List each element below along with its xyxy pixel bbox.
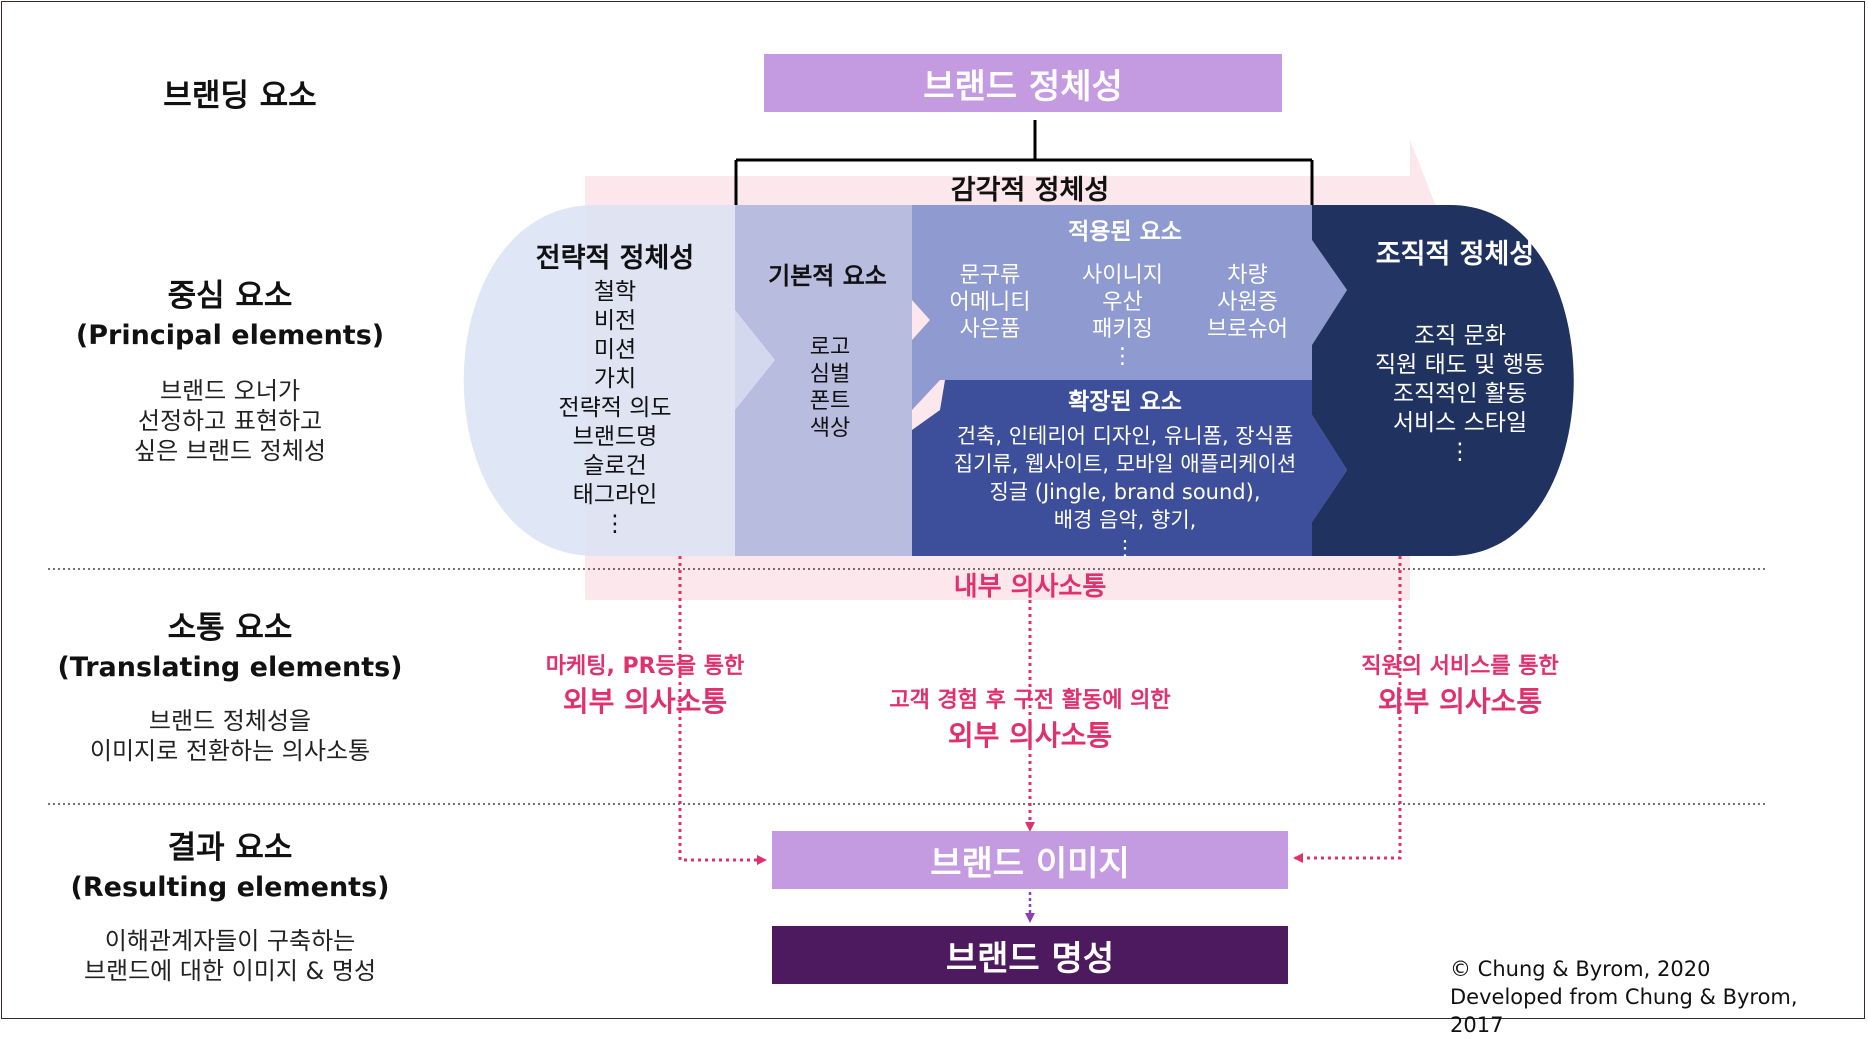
strategic-identity-items: 철학 비전 미션 가치 전략적 의도 브랜드명 슬로건 태그라인 ⋮ <box>558 279 672 537</box>
external-comm-center: 고객 경험 후 구전 활동에 의한 외부 의사소통 <box>889 688 1171 752</box>
sensory-identity-label: 감각적 정체성 <box>950 175 1110 206</box>
principal-title-en: (Principal elements) <box>75 320 385 351</box>
resulting-desc: 이해관계자들이 구축하는 브랜드에 대한 이미지 & 명성 <box>83 927 377 985</box>
organizational-identity-items: 조직 문화 직원 태도 및 행동 조직적인 활동 서비스 스타일 ⋮ <box>1374 323 1546 465</box>
credit-text: © Chung & Byrom, 2020 Developed from Chu… <box>1450 957 1798 1037</box>
extended-elements-shape <box>912 380 1347 556</box>
right-connector <box>1293 556 1402 863</box>
basic-elements-items: 로고 심벌 폰트 색상 <box>809 335 851 441</box>
applied-elements-shape <box>912 205 1347 410</box>
diagram-frame <box>1 1 1865 1019</box>
resulting-title-en: (Resulting elements) <box>70 872 390 903</box>
basic-elements-title: 기본적 요소 <box>768 262 887 290</box>
principal-title: 중심 요소 <box>167 278 293 314</box>
external-comm-left: 마케팅, PR등을 통한 외부 의사소통 <box>545 654 745 718</box>
organizational-identity-shape <box>1312 205 1574 556</box>
brand-identity-box: 브랜드 정체성 <box>764 54 1282 112</box>
applied-col3: 차량 사원증 브로슈어 <box>1207 263 1288 342</box>
branding-elements-title: 브랜딩 요소 <box>163 78 317 114</box>
translating-title-en: (Translating elements) <box>57 652 403 683</box>
applied-col2: 사이니지 우산 패키징 ⋮ <box>1082 263 1163 369</box>
strategic-identity-title: 전략적 정체성 <box>535 243 695 274</box>
translating-title: 소통 요소 <box>167 610 293 646</box>
extended-elements-items: 건축, 인테리어 디자인, 유니폼, 장식품 집기류, 웹사이트, 모바일 애플… <box>953 424 1297 560</box>
applied-elements-title: 적용된 요소 <box>1068 219 1182 245</box>
left-connector <box>678 556 767 865</box>
organizational-identity-title: 조직적 정체성 <box>1375 239 1535 270</box>
strategic-identity-shape <box>463 205 735 556</box>
translating-desc: 브랜드 정체성을 이미지로 전환하는 의사소통 <box>89 707 371 765</box>
extended-elements-title: 확장된 요소 <box>1068 389 1182 415</box>
basic-arrow-tip <box>735 310 775 410</box>
internal-communication-label: 내부 의사소통 <box>953 572 1107 602</box>
brand-reputation-box: 브랜드 명성 <box>772 926 1288 984</box>
basic-elements-shape <box>735 205 912 556</box>
principal-desc: 브랜드 오너가 선정하고 표현하고 싶은 브랜드 정체성 <box>134 377 326 465</box>
resulting-title: 결과 요소 <box>167 830 293 866</box>
external-comm-right: 직원의 서비스를 통한 외부 의사소통 <box>1361 654 1559 718</box>
brand-image-box: 브랜드 이미지 <box>772 831 1288 889</box>
applied-col1: 문구류 어메니티 사은품 <box>949 263 1031 342</box>
